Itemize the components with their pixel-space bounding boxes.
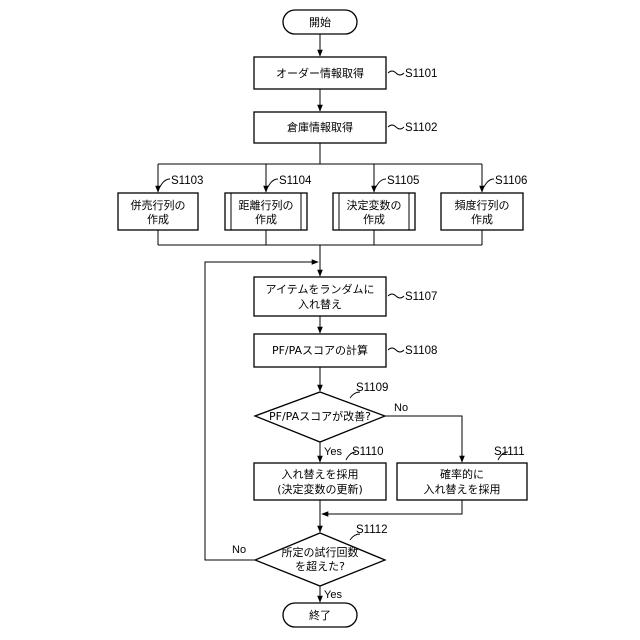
- s1105-step-id: S1105: [387, 175, 419, 187]
- s1105-label-line2: 作成: [363, 213, 385, 226]
- edge-s1109-no: [385, 416, 462, 462]
- s1109-no-label: No: [394, 402, 408, 414]
- s1112-yes-label: Yes: [324, 589, 342, 601]
- s1110-label-line2: (決定変数の更新): [277, 482, 363, 496]
- s1106-label-line2: 作成: [471, 213, 493, 226]
- step-s1104: 距離行列の 作成 S1104: [225, 175, 312, 230]
- s1102-leader: [388, 125, 404, 129]
- s1106-step-id: S1106: [495, 175, 527, 187]
- s1109-step-id: S1109: [356, 382, 388, 394]
- step-s1102: 倉庫情報取得 S1102: [254, 112, 437, 143]
- s1112-label-line2: を超えた?: [295, 559, 345, 573]
- s1101-step-id: S1101: [405, 68, 437, 80]
- step-s1105: 決定変数の 作成 S1105: [333, 175, 419, 230]
- end-label: 終了: [309, 608, 331, 622]
- s1102-label: 倉庫情報取得: [287, 120, 353, 134]
- step-s1108: PF/PAスコアの計算 S1108: [254, 334, 437, 367]
- s1109-label: PF/PAスコアが改善?: [269, 409, 371, 423]
- s1103-label-line2: 作成: [147, 213, 169, 226]
- s1103-label-line1: 併売行列の: [131, 198, 186, 212]
- s1101-leader: [388, 71, 404, 75]
- s1112-label-line1: 所定の試行回数: [282, 545, 359, 559]
- s1108-step-id: S1108: [405, 345, 437, 357]
- s1106-leader: [484, 179, 494, 187]
- s1107-label-line2: 入れ替え: [298, 297, 342, 311]
- s1107-step-id: S1107: [405, 291, 437, 303]
- s1112-step-id: S1112: [356, 524, 388, 536]
- s1101-label: オーダー情報取得: [276, 66, 364, 80]
- s1102-step-id: S1102: [405, 122, 437, 134]
- s1107-label-line1: アイテムをランダムに: [266, 282, 375, 296]
- step-s1106: 頻度行列の 作成 S1106: [441, 175, 527, 230]
- s1112-no-label: No: [232, 544, 246, 556]
- s1111-step-id: S1111: [494, 446, 525, 458]
- s1105-label-line1: 決定変数の: [347, 198, 402, 212]
- end-terminal: 終了: [283, 603, 357, 627]
- step-s1107: アイテムをランダムに 入れ替え S1107: [254, 277, 437, 316]
- s1107-leader: [388, 294, 404, 298]
- s1105-leader: [376, 179, 386, 187]
- start-label: 開始: [309, 15, 331, 29]
- s1104-leader: [268, 179, 278, 187]
- s1110-label-line1: 入れ替えを採用: [282, 467, 359, 481]
- s1108-label: PF/PAスコアの計算: [272, 343, 368, 357]
- s1103-leader: [160, 179, 170, 187]
- s1110-step-id: S1110: [352, 446, 384, 458]
- step-s1101: オーダー情報取得 S1101: [254, 57, 437, 89]
- s1104-label-line1: 距離行列の: [239, 198, 294, 212]
- s1111-label-line2: 入れ替えを採用: [424, 482, 501, 496]
- decision-s1112: 所定の試行回数 を超えた? S1112 No Yes: [232, 524, 388, 601]
- decision-s1109: PF/PAスコアが改善? S1109 No Yes: [255, 382, 408, 458]
- edge-s1111-merge: [322, 500, 462, 514]
- s1111-label-line1: 確率的に: [440, 467, 484, 481]
- s1103-step-id: S1103: [171, 175, 203, 187]
- s1104-label-line2: 作成: [255, 213, 277, 226]
- step-s1103: 併売行列の 作成 S1103: [118, 175, 203, 230]
- s1106-label-line1: 頻度行列の: [455, 198, 510, 212]
- s1104-step-id: S1104: [279, 175, 312, 187]
- s1109-yes-label: Yes: [324, 446, 342, 458]
- s1108-leader: [388, 348, 404, 352]
- start-terminal: 開始: [283, 10, 357, 34]
